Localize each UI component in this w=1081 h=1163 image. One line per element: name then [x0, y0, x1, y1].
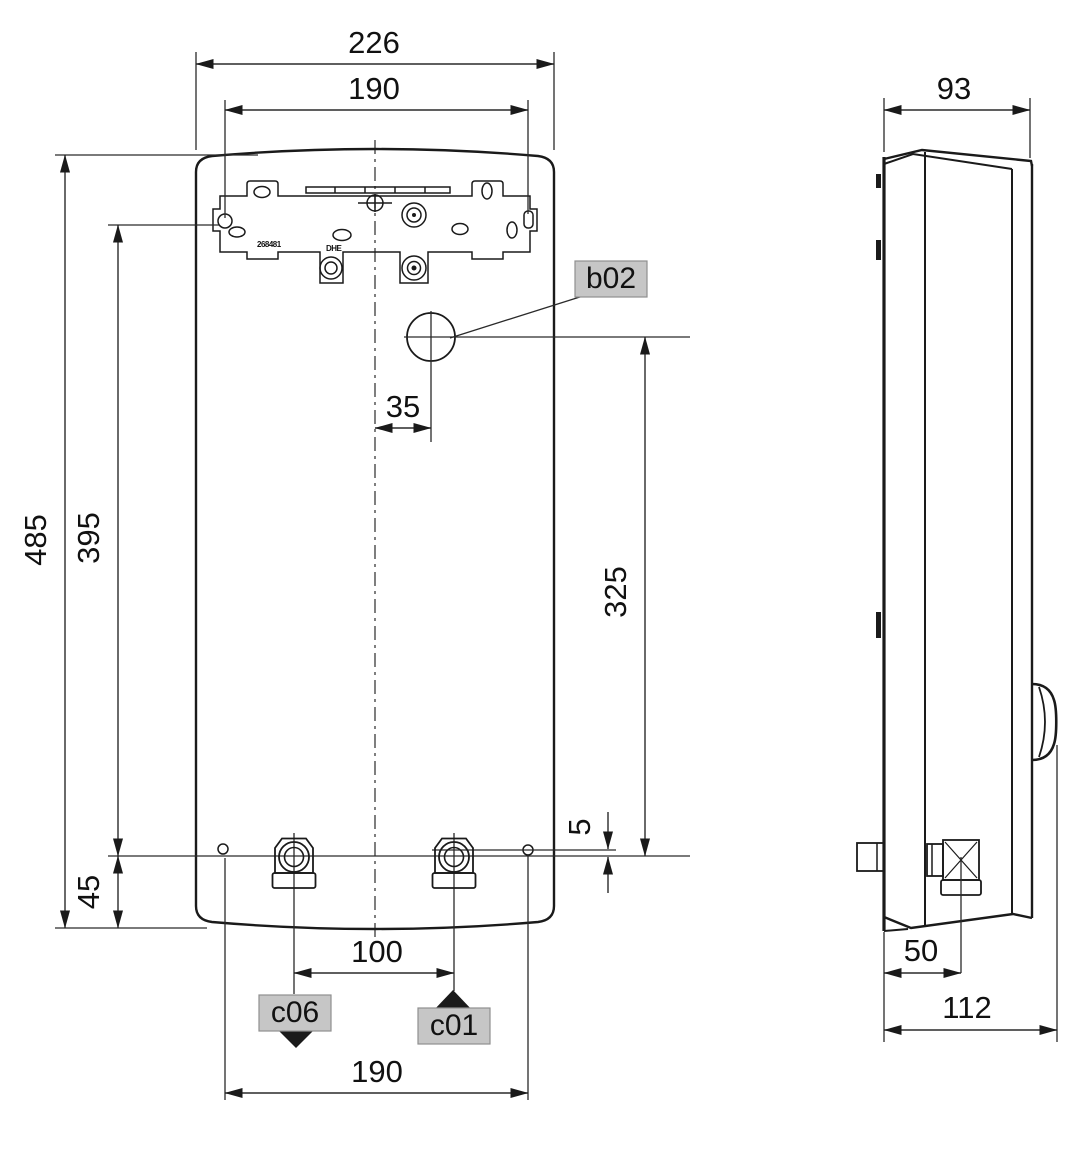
bracket-grommet-outer: [401, 202, 427, 228]
b02-label-box: [574, 260, 648, 298]
bracket-logo: DHE: [326, 244, 343, 253]
wall-clip: [876, 240, 881, 260]
bracket-grommet-inner: [406, 207, 422, 223]
dim-body-depth: 93: [937, 71, 971, 106]
dim-bottom-hole-spacing: 190: [351, 1054, 403, 1089]
dim-mount-height: 395: [71, 512, 106, 564]
control-knob-face: [1038, 686, 1046, 758]
dim-overall-depth: 112: [942, 990, 991, 1025]
bracket-slot: [228, 226, 246, 238]
b02-label: b02: [586, 262, 636, 295]
bracket-plate-outline: [212, 180, 538, 284]
bracket-slot: [481, 182, 493, 200]
mounting-bracket: 268481 DHE: [212, 180, 538, 284]
side-extension-lines: [883, 98, 1058, 1042]
bottom-screw-hole-left: [217, 843, 229, 855]
c01-label: c01: [430, 1009, 478, 1042]
wall-clip: [876, 612, 881, 638]
dim-pipe-spacing: 100: [351, 934, 403, 969]
callout-b02: b02: [449, 260, 648, 339]
terminal-dot: [411, 265, 417, 271]
hanger-rail: [305, 186, 451, 194]
c01-label-box: [417, 1007, 491, 1045]
front-extension-lines: [55, 52, 690, 1100]
control-knob: [1031, 682, 1058, 762]
wall-clip: [876, 174, 881, 188]
side-dimension-lines: [883, 105, 1058, 1035]
dim-mount-width: 190: [348, 71, 400, 106]
bracket-grommet-dot: [412, 213, 416, 217]
side-view: 93 50 112: [856, 71, 1058, 1042]
bracket-slot: [451, 222, 469, 236]
bracket-slot: [332, 228, 352, 242]
terminal-outer: [319, 256, 343, 280]
dim-overall-height: 485: [18, 514, 53, 566]
bracket-slot: [253, 185, 271, 199]
top-edge: [883, 148, 1034, 167]
dim-bottom-offset: 45: [71, 875, 106, 909]
device-outline-front: [194, 147, 556, 931]
top-bevel: [883, 152, 1013, 170]
bracket-slot: [506, 221, 518, 239]
bottom-bevel: [883, 928, 909, 932]
terminal-inner: [406, 260, 422, 276]
callout-c01: c01: [417, 990, 491, 1045]
bottom-edge: [883, 912, 1033, 930]
front-dimension-lines: [60, 59, 650, 1098]
c06-flow-arrow-down: [276, 1028, 316, 1048]
front-view: 268481 DHE: [18, 25, 690, 1100]
callout-c06: c06: [258, 994, 332, 1048]
dim-pipe-axis-depth: 50: [904, 933, 938, 968]
c06-label: c06: [271, 996, 319, 1029]
terminal-inner: [324, 261, 338, 275]
electrical-conduit: [856, 842, 885, 872]
b02-leader-line: [449, 295, 584, 339]
bracket-part-number: 268481: [257, 240, 282, 249]
dim-cable-offset: 35: [386, 389, 420, 424]
dim-connection-height: 325: [598, 566, 633, 618]
pipe-stub: [926, 843, 944, 877]
c06-label-box: [258, 994, 332, 1032]
dim-overall-width: 226: [348, 25, 400, 60]
dim-hole-offset: 5: [562, 818, 597, 835]
c01-flow-arrow-up: [433, 990, 473, 1011]
terminal-outer: [401, 255, 427, 281]
